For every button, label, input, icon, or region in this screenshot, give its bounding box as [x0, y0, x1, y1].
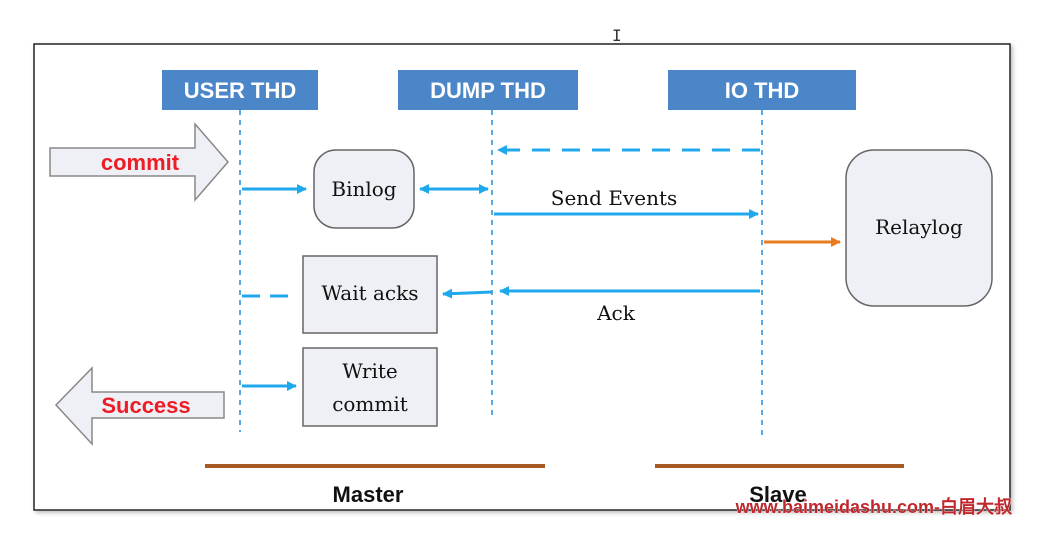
svg-text:commit: commit [332, 392, 408, 416]
watermark-text: www.baimeidashu.com-白眉大叔 [735, 496, 1013, 517]
svg-text:DUMP THD: DUMP THD [430, 78, 546, 103]
wait-acks-box: Wait acks [302, 255, 438, 334]
svg-text:Wait acks: Wait acks [321, 281, 418, 305]
svg-text:Success: Success [101, 393, 190, 418]
ack-label: Ack [596, 301, 636, 325]
thread-header-dump: DUMP THD [398, 70, 578, 110]
master-label: Master [333, 482, 404, 507]
svg-text:USER THD: USER THD [184, 78, 296, 103]
svg-text:commit: commit [101, 150, 180, 175]
svg-text:Write: Write [342, 359, 398, 383]
svg-text:Binlog: Binlog [331, 177, 396, 201]
svg-text:IO THD: IO THD [725, 78, 800, 103]
send-events-label: Send Events [551, 186, 678, 210]
arrow-dump-to-wait-acks [442, 288, 493, 299]
success-arrow: Success [54, 366, 225, 446]
thread-header-user: USER THD [162, 70, 318, 110]
text-cursor-icon: I [612, 26, 622, 45]
binlog-box: Binlog [313, 149, 415, 229]
thread-header-io: IO THD [668, 70, 856, 110]
write-commit-box: Write commit [302, 347, 438, 427]
svg-text:Relaylog: Relaylog [875, 215, 963, 239]
commit-arrow: commit [49, 121, 229, 203]
slave-label: Slave [749, 482, 807, 507]
relaylog-box: Relaylog [845, 149, 993, 307]
